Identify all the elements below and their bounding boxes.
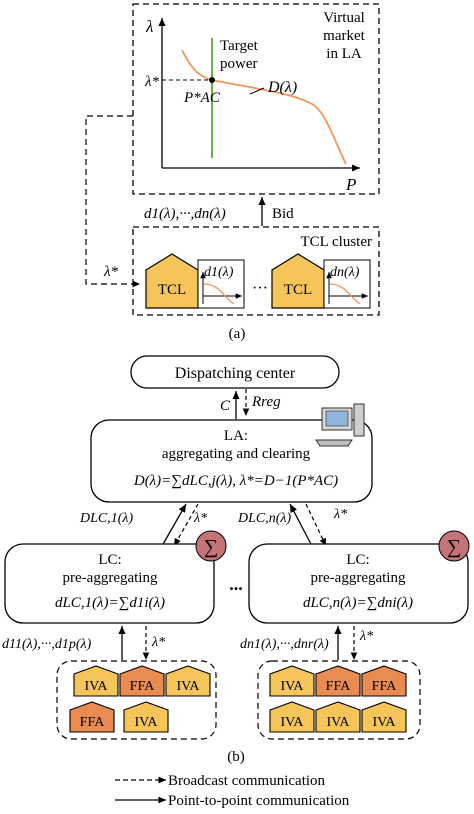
lambda-star-g1: λ* xyxy=(151,635,165,650)
house-label: FFA xyxy=(130,679,156,694)
svg-text:dLC,1(λ)=∑d1i(λ): dLC,1(λ)=∑d1i(λ) xyxy=(55,595,165,611)
tcl-cluster-box xyxy=(132,226,380,316)
ffa-house-g1-3: FFA xyxy=(69,701,115,733)
clearing-point xyxy=(209,77,215,83)
svg-text:d1(λ): d1(λ) xyxy=(204,265,234,280)
iva-house-g1-4: IVA xyxy=(123,701,169,733)
axis-lambda-label: λ xyxy=(145,17,153,36)
aggregator-group-1 xyxy=(56,660,217,740)
broadcast-loop xyxy=(85,115,140,288)
svg-text:pre-aggregating: pre-aggregating xyxy=(63,570,158,586)
house-label: FFA xyxy=(80,715,106,730)
market-title: Virtual market in LA xyxy=(323,10,365,62)
target-power-label: Target power xyxy=(220,38,259,72)
sum-icon-1: ∑ xyxy=(195,530,227,562)
la-box: LA: aggregating and clearing D(λ)=∑dLC,j… xyxy=(90,419,373,503)
svg-text:Broadcast communication: Broadcast communication xyxy=(168,773,326,789)
demand-curve-label: D(λ) xyxy=(267,79,297,96)
lambda-star-1: λ* xyxy=(193,511,207,526)
svg-text:Point-to-point communication: Point-to-point communication xyxy=(168,793,350,809)
svg-text:D(λ)=∑dLC,j(λ), λ*=D−1(P*AC): D(λ)=∑dLC,j(λ), λ*=D−1(P*AC) xyxy=(133,473,338,489)
house-label: IVA xyxy=(134,715,158,730)
lambda-down-n xyxy=(305,503,327,547)
svg-text:LC:: LC: xyxy=(98,552,121,568)
tcl-cluster-title: TCL cluster xyxy=(300,234,372,250)
svg-text:dn(λ): dn(λ) xyxy=(330,265,360,280)
dlcn-label: DLC,n(λ) xyxy=(237,511,291,526)
house-label: IVA xyxy=(280,715,304,730)
lambda-star-label: λ* xyxy=(144,74,159,90)
bid-label: Bid xyxy=(272,206,294,222)
ffa-house-g1-1: FFA xyxy=(119,665,165,697)
dlcn-arrow xyxy=(289,503,313,547)
lc-dots: ... xyxy=(229,574,243,594)
tcl-n: TCL dn(λ) xyxy=(271,253,371,309)
demand-curve xyxy=(181,49,347,165)
aggregator-group-n xyxy=(257,660,421,740)
axis-p-label: P xyxy=(345,175,356,194)
tcl-dots: ··· xyxy=(252,280,268,297)
group-n-houses: IVA FFA FFA IVA IVA IVA xyxy=(269,665,407,733)
svg-text:TCL: TCL xyxy=(158,282,186,298)
caption-a: (a) xyxy=(229,326,246,342)
iva-house-gn-5: IVA xyxy=(361,701,407,733)
lc-1-box: LC: pre-aggregating dLC,1(λ)=∑d1i(λ) xyxy=(4,543,215,624)
dlc1-label: DLC,1(λ) xyxy=(79,511,133,526)
iva-house-gn-0: IVA xyxy=(269,665,315,697)
market-axes xyxy=(158,18,360,172)
c-label: C xyxy=(220,398,231,414)
iva-house-gn-3: IVA xyxy=(269,701,315,733)
tcl-1: TCL d1(λ) xyxy=(145,253,245,309)
broadcast-lambda-label: λ* xyxy=(103,264,118,280)
rreg-label: Rreg xyxy=(251,394,281,410)
svg-text:aggregating and clearing: aggregating and clearing xyxy=(162,446,311,462)
dispatching-center: Dispatching center xyxy=(130,355,340,389)
iva-house-g1-2: IVA xyxy=(165,665,211,697)
house-label: IVA xyxy=(176,679,200,694)
lambda-star-n: λ* xyxy=(333,507,347,522)
virtual-market-box xyxy=(132,3,380,195)
p-ac-label: P*AC xyxy=(183,90,221,106)
bids-label: d1(λ),···,dn(λ) xyxy=(144,206,226,222)
svg-text:Target: Target xyxy=(220,38,259,54)
svg-text:Dispatching center: Dispatching center xyxy=(175,365,296,382)
svg-text:in LA: in LA xyxy=(326,46,362,62)
svg-text:Virtual: Virtual xyxy=(323,10,365,26)
svg-text:TCL: TCL xyxy=(284,282,312,298)
bids-1-label: d11(λ),···,d1p(λ) xyxy=(2,637,92,652)
svg-text:power: power xyxy=(220,56,258,72)
ffa-house-gn-2: FFA xyxy=(361,665,407,697)
computer-icon xyxy=(315,403,365,447)
bids-n-label: dn1(λ),···,dnr(λ) xyxy=(240,637,329,652)
house-label: IVA xyxy=(84,679,108,694)
house-label: IVA xyxy=(280,679,304,694)
ffa-house-gn-1: FFA xyxy=(315,665,361,697)
group-1-houses: IVA FFA IVA FFA IVA xyxy=(69,665,211,733)
dlc1-arrow xyxy=(161,503,187,547)
iva-house-gn-4: IVA xyxy=(315,701,361,733)
lambda-star-gn: λ* xyxy=(359,629,373,644)
sum-icon-n: ∑ xyxy=(438,530,470,562)
house-label: FFA xyxy=(372,679,398,694)
legend: Broadcast communication Point-to-point c… xyxy=(115,773,350,809)
svg-text:LC:: LC: xyxy=(346,552,369,568)
svg-text:LA:: LA: xyxy=(224,428,248,444)
house-label: IVA xyxy=(326,715,350,730)
svg-text:∑: ∑ xyxy=(447,536,461,558)
svg-text:market: market xyxy=(323,28,365,44)
svg-text:dLC,n(λ)=∑dni(λ): dLC,n(λ)=∑dni(λ) xyxy=(303,595,413,611)
house-label: FFA xyxy=(326,679,352,694)
house-label: IVA xyxy=(372,715,396,730)
iva-house-g1-0: IVA xyxy=(73,665,119,697)
lambda-down-1 xyxy=(173,503,199,547)
svg-text:∑: ∑ xyxy=(204,536,218,558)
svg-text:pre-aggregating: pre-aggregating xyxy=(311,570,406,586)
lc-n-box: LC: pre-aggregating dLC,n(λ)=∑dni(λ) xyxy=(248,543,469,624)
caption-b: (b) xyxy=(227,749,245,765)
